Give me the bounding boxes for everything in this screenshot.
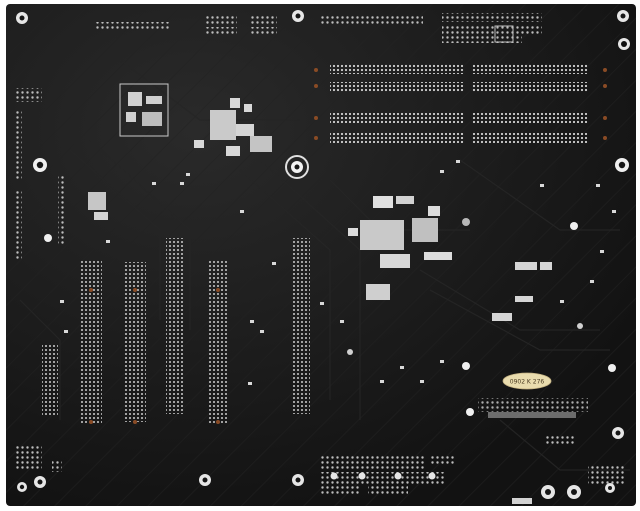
top-header-pins bbox=[96, 13, 542, 43]
mounting-hole-bottom-left bbox=[17, 476, 46, 492]
bottom-right-component-rows bbox=[430, 398, 624, 484]
pcie-slot-solder-rows bbox=[42, 238, 310, 425]
mounting-hole-top-center bbox=[292, 10, 304, 22]
mounting-hole-top-right bbox=[618, 38, 630, 50]
left-edge-pins bbox=[14, 88, 66, 472]
scattered-smd-pads bbox=[44, 160, 616, 416]
chipset-component-cluster bbox=[348, 196, 552, 321]
mounting-hole-center bbox=[285, 155, 309, 179]
rear-io-connector-pins bbox=[320, 455, 615, 504]
mounting-hole-right-mid bbox=[615, 158, 629, 172]
mounting-hole-top-right-corner bbox=[617, 10, 629, 22]
production-date-label: 0902 K 276 bbox=[502, 372, 552, 390]
mounting-hole-bottom-center bbox=[199, 474, 304, 486]
cpu-socket-component-cluster bbox=[88, 83, 272, 220]
mounting-hole-top-left bbox=[16, 12, 28, 24]
production-date-text: 0902 K 276 bbox=[510, 379, 545, 386]
mounting-holes bbox=[16, 10, 630, 492]
mounting-hole-bottom-right bbox=[612, 427, 624, 439]
mounting-hole-left-mid bbox=[33, 158, 47, 172]
dimm-slot-solder-rows bbox=[314, 64, 607, 143]
